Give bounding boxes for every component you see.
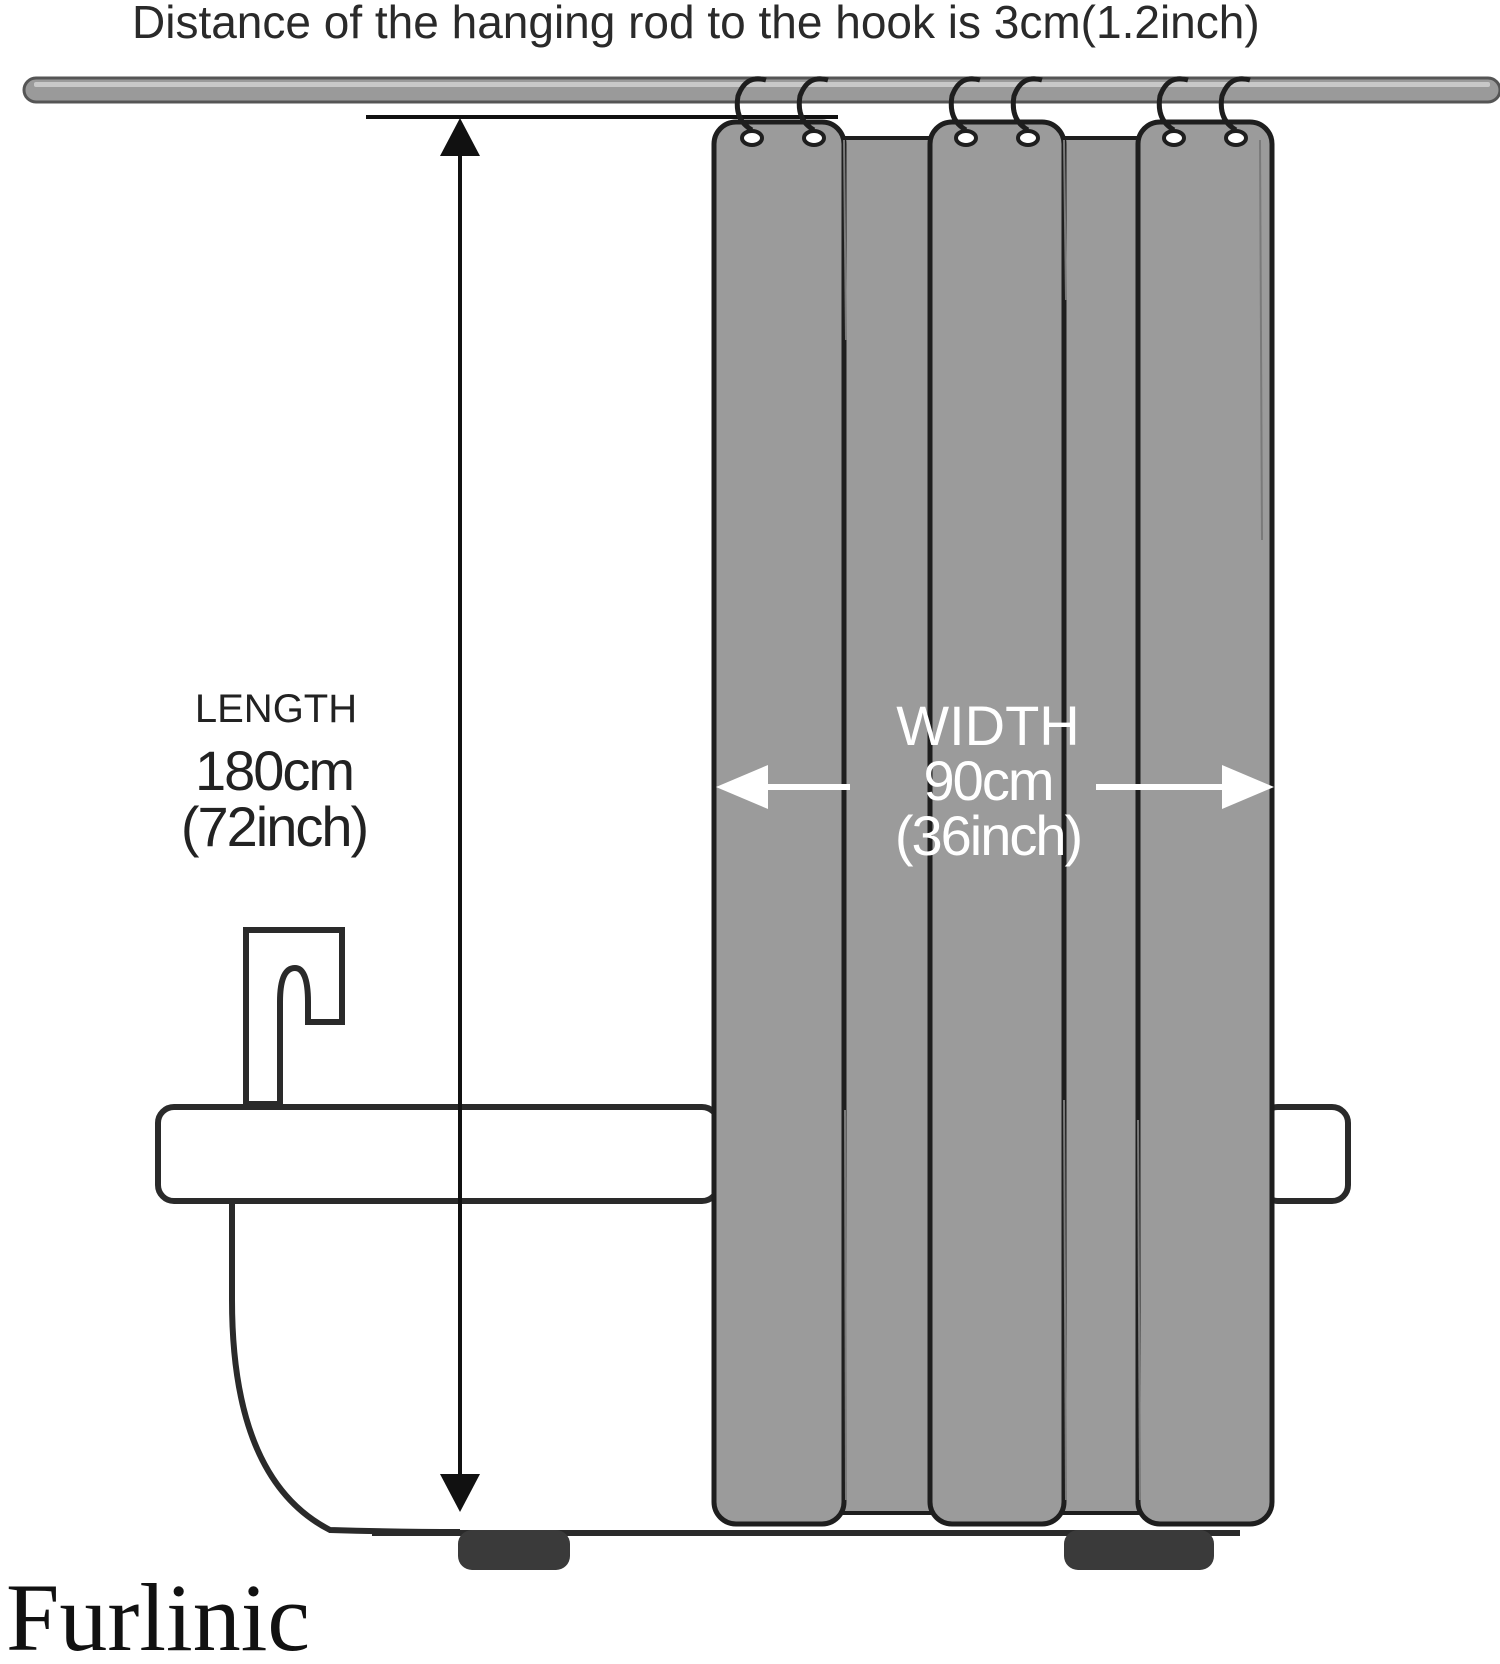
length-label-group: LENGTH 180cm (72inch) [181,687,369,858]
length-label: LENGTH [195,687,357,731]
width-label: WIDTH [896,694,1080,757]
width-arrow-right [1222,765,1274,809]
bathtub-rim-left [155,1104,721,1204]
shower-curtain [711,119,1275,1527]
length-cm: 180cm [195,739,353,802]
tub-foot-right [1064,1530,1214,1570]
hook-icon [734,76,1251,133]
bathtub-body [229,1201,461,1535]
curtain-panel-1 [711,119,847,1527]
curtain-panel-2 [927,119,1067,1527]
curtain-panel-3 [1135,119,1275,1527]
tub-foot-left [458,1530,570,1570]
brand-logo: Furlinic [6,1564,310,1664]
width-cm: 90cm [924,749,1053,812]
bathtub-rim-right [1259,1104,1351,1204]
width-arrow-left [716,765,768,809]
length-dimension [366,115,838,1474]
length-arrow-top [440,118,480,156]
curtain-hooks [734,76,1251,147]
grommet-icon [740,129,1248,147]
length-inch: (72inch) [181,795,367,858]
length-arrow-bottom [440,1474,480,1512]
header-note: Distance of the hanging rod to the hook … [132,0,1260,48]
width-dimension: WIDTH 90cm (36inch) [716,694,1274,867]
faucet-icon [243,927,345,1107]
width-inch: (36inch) [895,804,1081,867]
bathtub [155,1104,1351,1536]
